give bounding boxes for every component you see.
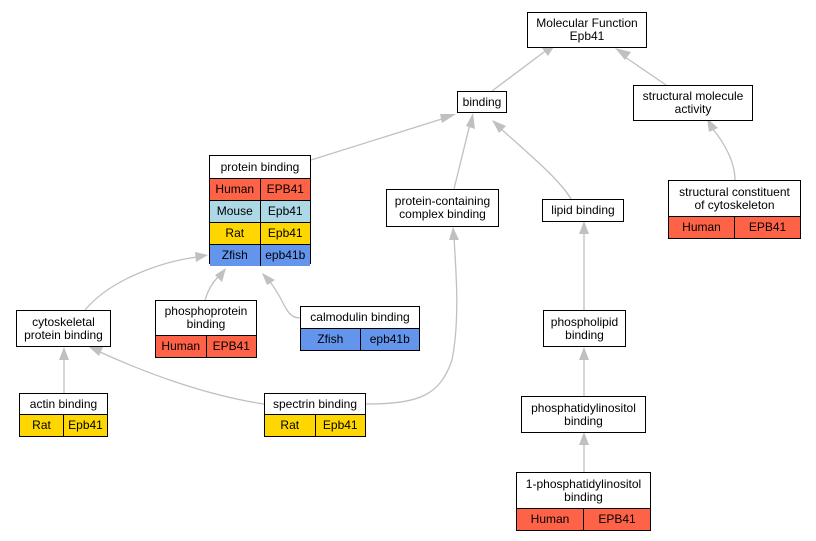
node-label: phosphoprotein binding (164, 304, 248, 331)
annotation-row: Zfish epb41b (210, 244, 310, 266)
node-actin-binding[interactable]: actin binding Rat Epb41 (19, 393, 108, 437)
gene-cell: epb41b (359, 329, 420, 350)
node-phosphatidylinositol-binding[interactable]: phosphatidylinositol binding (521, 396, 646, 433)
node-lipid-binding[interactable]: lipid binding (542, 199, 624, 222)
annotation-row: Rat Epb41 (265, 414, 365, 436)
node-label: phosphatidylinositol binding (531, 400, 636, 428)
annotation-row: Rat Epb41 (20, 414, 107, 436)
species-cell: Rat (280, 418, 300, 432)
node-label: protein-containing complex binding (394, 194, 491, 221)
edge-spectrin-binding-to-cytoskeletal-protein-binding (89, 347, 265, 405)
gene-cell: Epb41 (63, 415, 107, 436)
node-label: binding (462, 94, 502, 109)
edge-1-phosphatidylinositol-binding-to-phosphatidylinositol-binding (579, 432, 589, 472)
edge-protein-binding-to-binding (310, 114, 456, 161)
node-protein-containing-complex-binding[interactable]: protein-containing complex binding (386, 189, 499, 227)
node-label: protein binding (220, 159, 300, 174)
node-1-phosphatidylinositol-binding[interactable]: 1-phosphatidylinositol binding Human EPB… (516, 472, 651, 531)
node-label: actin binding (29, 396, 98, 411)
gene-cell: EPB41 (205, 336, 257, 357)
node-binding[interactable]: binding (457, 91, 507, 113)
gene-cell: epb41b (259, 245, 311, 266)
node-label: spectrin binding (272, 396, 358, 411)
node-phospholipid-binding[interactable]: phospholipid binding (543, 310, 626, 347)
node-label: structural constituent of cytoskeleton (679, 184, 790, 212)
node-structural-constituent-of-cytoskeleton[interactable]: structural constituent of cytoskeleton H… (668, 180, 801, 239)
annotation-row: Human EPB41 (156, 335, 256, 357)
species-cell: Human (215, 182, 255, 196)
gene-cell: Epb41 (259, 223, 311, 244)
node-spectrin-binding[interactable]: spectrin binding Rat Epb41 (264, 393, 366, 437)
species-cell: Zfish (221, 248, 248, 262)
edge-spectrin-binding-to-protein-containing-complex-binding (365, 227, 459, 405)
species-cell: Human (530, 512, 570, 526)
annotation-row: Human EPB41 (517, 508, 650, 530)
species-cell: Human (682, 220, 721, 234)
edge-protein-containing-complex-binding-to-binding (453, 113, 475, 190)
node-label: 1-phosphatidylinositol binding (525, 476, 642, 504)
node-label: structural molecule activity (642, 89, 744, 116)
gene-cell: EPB41 (583, 509, 650, 530)
edge-structural-molecule-activity-to-molecular-function (615, 48, 667, 86)
edge-phosphoprotein-binding-to-protein-binding (204, 268, 226, 301)
gene-cell: EPB41 (734, 217, 800, 238)
annotation-row: Rat Epb41 (210, 222, 310, 244)
edge-actin-binding-to-cytoskeletal-protein-binding (59, 347, 69, 393)
annotation-row: Mouse Epb41 (210, 200, 310, 222)
edge-lipid-binding-to-binding (492, 120, 572, 200)
node-protein-binding[interactable]: protein binding Human EPB41 Mouse Epb41 … (209, 155, 311, 266)
species-cell: Zfish (317, 332, 344, 346)
annotation-row: Zfish epb41b (301, 328, 419, 350)
node-structural-molecule-activity[interactable]: structural molecule activity (633, 85, 753, 121)
node-label: cytoskeletal protein binding (24, 314, 103, 342)
edge-calmodulin-binding-to-protein-binding (262, 273, 301, 319)
node-label: calmodulin binding (310, 310, 410, 324)
gene-cell: Epb41 (259, 201, 311, 222)
node-label: Molecular Function Epb41 (536, 16, 638, 43)
node-cytoskeletal-protein-binding[interactable]: cytoskeletal protein binding (16, 310, 111, 347)
edge-phosphatidylinositol-binding-to-phospholipid-binding (579, 347, 589, 396)
node-phosphoprotein-binding[interactable]: phosphoprotein binding Human EPB41 (155, 300, 257, 358)
species-cell: Human (161, 339, 201, 353)
species-cell: Rat (32, 418, 51, 432)
node-label: lipid binding (551, 203, 615, 217)
gene-cell: EPB41 (259, 179, 311, 200)
edge-phospholipid-binding-to-lipid-binding (579, 221, 589, 310)
species-cell: Mouse (216, 204, 253, 218)
annotation-row: Human EPB41 (210, 178, 310, 200)
gene-cell: Epb41 (314, 415, 366, 436)
edge-cytoskeletal-protein-binding-to-protein-binding (84, 252, 208, 311)
annotation-row: Human EPB41 (669, 216, 800, 238)
edge-binding-to-molecular-function (491, 42, 557, 92)
species-cell: Rat (225, 226, 245, 240)
node-molecular-function[interactable]: Molecular Function Epb41 (527, 12, 647, 48)
edge-structural-constituent-to-structural-molecule-activity (707, 118, 736, 181)
node-calmodulin-binding[interactable]: calmodulin binding Zfish epb41b (300, 306, 420, 351)
node-label: phospholipid binding (550, 314, 619, 342)
